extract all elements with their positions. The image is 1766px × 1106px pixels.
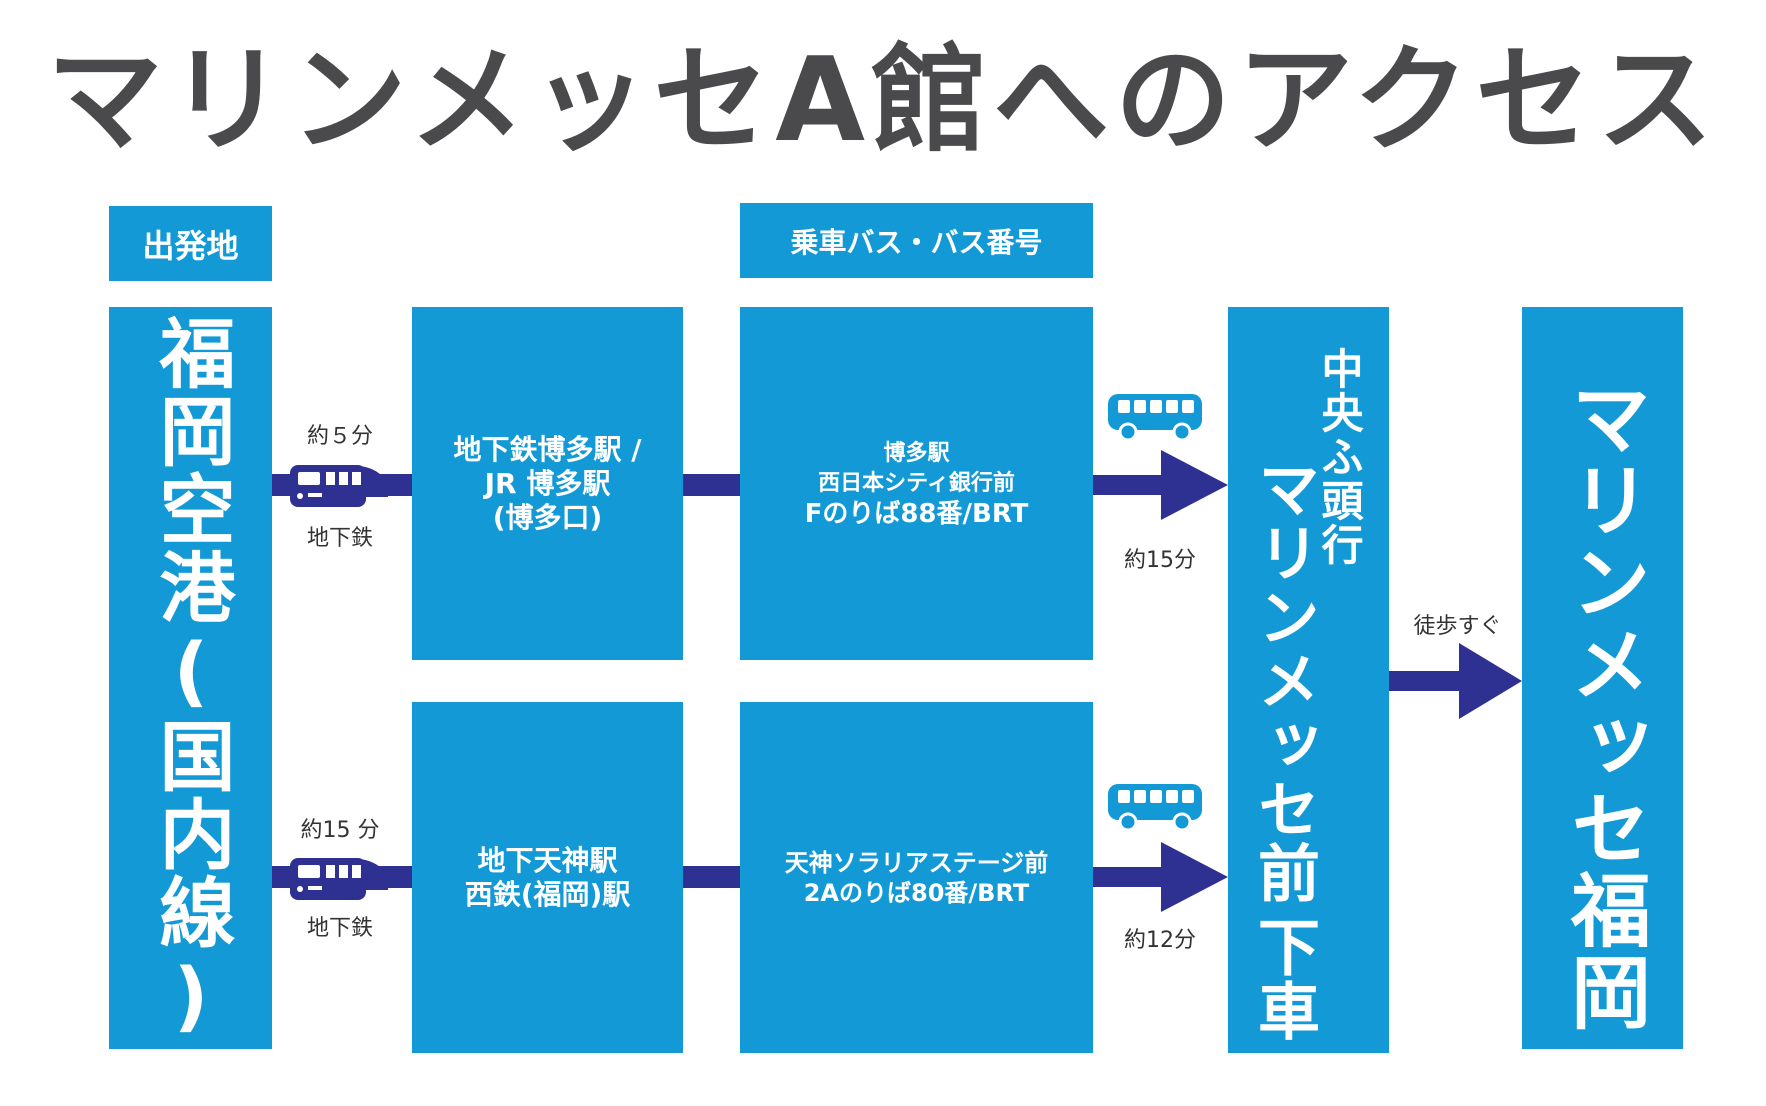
walk-label: 徒歩すぐ <box>1413 614 1502 639</box>
bus-icon <box>1108 394 1202 442</box>
transport-mode-label: 地下鉄 <box>306 526 373 551</box>
station-line: 西鉄(福岡)駅 <box>464 877 631 911</box>
origin-header: 出発地 <box>109 206 272 281</box>
stop-name: マリンメッセ前 <box>1247 457 1320 905</box>
bus-box-tenjin: 天神ソラリアステージ前 2Aのりば80番/BRT <box>740 702 1093 1053</box>
station-box-tenjin: 地下天神駅 西鉄(福岡)駅 <box>412 702 683 1053</box>
bus-line: Fのりば88番/BRT <box>804 498 1029 529</box>
bus-line: 天神ソラリアステージ前 <box>784 848 1049 877</box>
bus-line: 2Aのりば80番/BRT <box>803 878 1030 907</box>
arrow-right-icon <box>1389 643 1522 719</box>
destination-name: マリンメッセ福岡 <box>1558 377 1651 1033</box>
subway-train-icon <box>290 858 388 900</box>
travel-time-label: 約15分 <box>1124 548 1196 573</box>
bus-header-label: 乗車バス・バス番号 <box>790 225 1043 259</box>
station-line: 地下天神駅 <box>477 843 618 877</box>
bus-line: 博多駅 <box>883 440 950 466</box>
destination-box: マリンメッセ福岡 <box>1522 307 1683 1049</box>
arrow-right-icon <box>1093 842 1228 912</box>
bus-icon <box>1108 784 1202 832</box>
travel-time-label: 約５分 <box>306 424 373 449</box>
bus-line: 西日本シティ銀行前 <box>818 470 1015 496</box>
station-line: 地下鉄博多駅 / <box>453 432 642 466</box>
arrow-right-icon <box>1093 450 1228 520</box>
station-line: JR 博多駅 <box>484 466 611 500</box>
stop-direction: 中央ふ頭行 <box>1315 347 1364 567</box>
subway-train-icon <box>290 465 388 507</box>
stop-action: 下車 <box>1247 915 1320 1043</box>
connector-line <box>683 474 740 496</box>
bus-box-hakata: 博多駅 西日本シティ銀行前 Fのりば88番/BRT <box>740 307 1093 660</box>
origin-header-label: 出発地 <box>142 226 239 265</box>
travel-time-label: 約15 分 <box>300 818 380 843</box>
station-box-hakata: 地下鉄博多駅 / JR 博多駅 (博多口) <box>412 307 683 660</box>
travel-time-label: 約12分 <box>1124 928 1196 953</box>
station-line: (博多口) <box>492 500 603 534</box>
page-title: マリンメッセA館へのアクセス <box>46 33 1720 168</box>
bus-header: 乗車バス・バス番号 <box>740 203 1093 278</box>
origin-box: 福岡空港(国内線) <box>109 307 272 1049</box>
connector-line <box>683 866 740 888</box>
origin-name: 福岡空港(国内線) <box>146 314 236 1042</box>
transport-mode-label: 地下鉄 <box>306 916 373 941</box>
bus-stop-box: 中央ふ頭行 マリンメッセ前 下車 <box>1228 307 1389 1053</box>
